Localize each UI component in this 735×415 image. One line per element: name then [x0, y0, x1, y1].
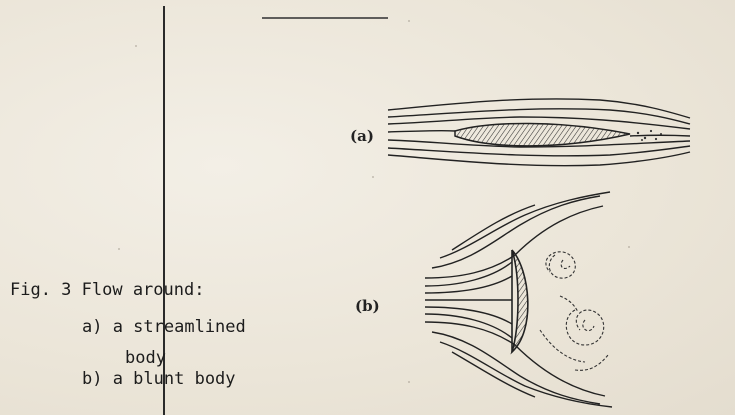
streamline [425, 206, 603, 278]
figure-label-a: (a) [350, 127, 374, 145]
streamline [425, 307, 512, 324]
streamline [452, 205, 535, 250]
streamline [388, 152, 690, 166]
wake-vortices [540, 252, 608, 371]
caption-item-a: a) a streamlined [82, 317, 246, 337]
figure-label-b: (b) [355, 297, 380, 315]
streamline [440, 342, 612, 407]
blunt-body-diagram [425, 192, 612, 407]
caption-title: Fig. 3 Flow around: [10, 280, 204, 300]
streamline [425, 276, 512, 293]
streamline [630, 135, 690, 136]
streamline [440, 192, 610, 258]
streamline [425, 322, 605, 396]
streamlined-body-diagram [388, 99, 690, 166]
blunt-body [512, 250, 528, 352]
streamlined-body [455, 123, 630, 145]
streamline [388, 131, 455, 132]
caption-item-a-cont: body [125, 348, 166, 368]
caption-item-b: b) a blunt body [82, 369, 236, 389]
